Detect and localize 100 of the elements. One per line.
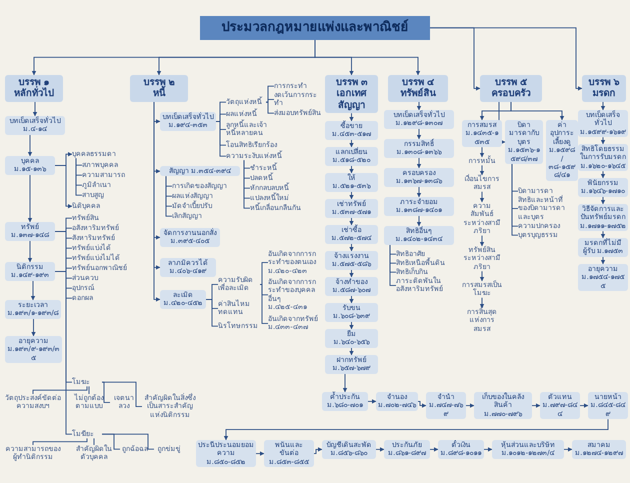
book-name: ครอบครัว (490, 88, 532, 100)
arrow (349, 243, 354, 252)
arrow (349, 165, 354, 174)
section-box (384, 139, 454, 158)
book-number: บรรพ ๔ (402, 77, 434, 88)
connector-line (32, 438, 88, 446)
section-box (5, 222, 55, 241)
book-number: บรรพ ๓ (334, 77, 368, 88)
section-box (474, 392, 532, 420)
arrow (31, 318, 36, 336)
section-box (578, 144, 628, 172)
arrow (349, 295, 354, 304)
connector-line (206, 298, 218, 327)
arrow (349, 191, 354, 200)
book-header-box (130, 75, 188, 102)
connector-line (102, 434, 154, 450)
book-name: ทรัพย์สิน (400, 88, 437, 100)
section-box (572, 440, 626, 459)
section-box (376, 392, 418, 411)
title-banner (200, 16, 430, 40)
arrow (349, 321, 354, 330)
connector-line (88, 386, 90, 394)
section-box (325, 355, 378, 374)
connector-line (390, 244, 396, 286)
arrow (580, 403, 588, 408)
connector-line (260, 262, 268, 285)
arrow (600, 196, 606, 204)
arrow (510, 101, 564, 120)
arrow (32, 101, 38, 116)
arrow (480, 297, 484, 308)
section-box (322, 440, 376, 459)
arrow (480, 270, 484, 282)
arrow (416, 157, 422, 168)
section-box (325, 251, 378, 270)
arrow (418, 400, 426, 408)
connector-line (266, 98, 274, 103)
arrow (28, 240, 32, 262)
section-box (264, 440, 314, 468)
arrow (416, 186, 422, 198)
connector-line (260, 284, 268, 324)
arrow (600, 136, 606, 144)
arrow (484, 447, 492, 452)
section-box (578, 178, 628, 197)
section-box (322, 392, 368, 411)
arrow (256, 451, 264, 456)
section-box (325, 173, 378, 192)
section-box (160, 166, 240, 176)
arrow (349, 347, 354, 356)
connector-line (102, 382, 110, 403)
arrow (349, 139, 354, 148)
book-header-box (480, 75, 542, 102)
book-name: มรดก (592, 88, 616, 100)
book-name: เอกเทศสัญญา (336, 88, 368, 112)
arrow (600, 101, 606, 110)
section-box (578, 264, 628, 292)
connector-line (244, 160, 250, 209)
book-number: บรรพ ๖ (587, 77, 621, 88)
arrow (342, 373, 348, 392)
section-box (325, 121, 378, 140)
arrow (480, 164, 484, 176)
arrow (349, 112, 354, 122)
arrow (54, 164, 72, 208)
arrow (30, 280, 36, 300)
banner-label: ประมวลกฎหมายแพ่งและพาณิชย์ (220, 20, 410, 36)
section-box (325, 329, 378, 348)
connector-line (54, 270, 72, 435)
section-box (325, 225, 378, 244)
section-box (325, 303, 378, 322)
section-box (5, 300, 61, 319)
arrow (314, 39, 420, 76)
section-box (5, 262, 55, 281)
arrow (430, 27, 582, 91)
arrow (349, 269, 354, 278)
arrow (314, 447, 322, 454)
connector-line (32, 386, 88, 394)
arrow (600, 256, 606, 264)
section-box (492, 440, 564, 459)
section-box (384, 197, 454, 216)
section-box (325, 147, 378, 166)
connector-line (166, 176, 172, 217)
section-box (426, 392, 466, 420)
arrow (466, 403, 474, 408)
section-box (196, 440, 256, 468)
section-box (462, 120, 502, 148)
section-box (438, 440, 484, 459)
arrow (564, 447, 572, 452)
arrow (430, 447, 438, 452)
section-box (5, 116, 65, 135)
section-box (5, 336, 62, 364)
book-header-box (582, 75, 626, 102)
connector-line (266, 102, 274, 114)
arrow (224, 418, 608, 440)
book-header-box (5, 75, 63, 102)
arrow (600, 230, 606, 238)
section-box (505, 120, 543, 164)
book-header-box (325, 75, 378, 114)
section-box (578, 110, 628, 138)
section-box (384, 168, 454, 187)
section-box (384, 440, 430, 459)
section-box (578, 238, 628, 257)
